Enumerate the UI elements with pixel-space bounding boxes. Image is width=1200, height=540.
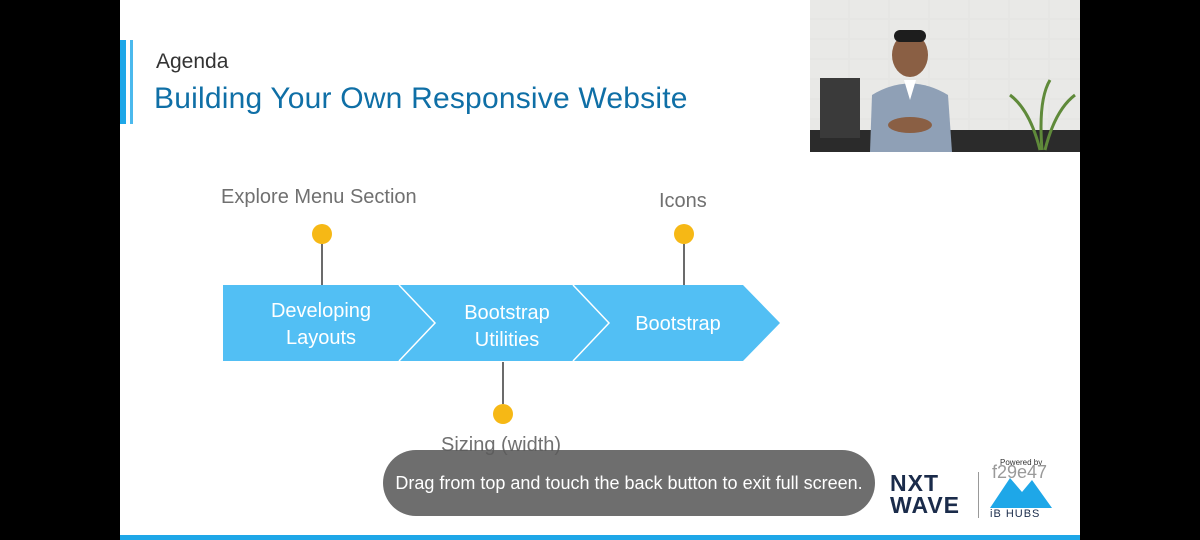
title-accent-bar bbox=[120, 40, 126, 124]
step-divider-2 bbox=[572, 284, 611, 362]
topic-icons: Icons bbox=[659, 190, 707, 212]
slide-kicker: Agenda bbox=[156, 50, 229, 73]
nxtwave-logo: NXT WAVE bbox=[890, 470, 961, 518]
slide-title: Building Your Own Responsive Website bbox=[154, 82, 688, 115]
fullscreen-hint-toast: Drag from top and touch the back button … bbox=[383, 450, 875, 516]
session-code: f29e47 bbox=[992, 462, 1048, 482]
process-step-1-line2: Layouts bbox=[285, 327, 357, 349]
process-step-2-shape bbox=[399, 285, 609, 361]
fullscreen-hint-text: Drag from top and touch the back button … bbox=[395, 473, 863, 493]
process-step-1: Developing Layouts bbox=[246, 298, 396, 352]
timeline-stem-3 bbox=[683, 244, 685, 286]
process-step-2-line2: Utilities bbox=[474, 329, 540, 351]
process-step-1-shape bbox=[223, 285, 435, 361]
ib-hubs-logo-text: iB HUBS bbox=[990, 508, 1041, 520]
timeline-stem-1 bbox=[321, 244, 323, 286]
step-divider-1 bbox=[398, 284, 437, 362]
powered-by-label: Powered by bbox=[1000, 458, 1043, 467]
topic-explore-menu: Explore Menu Section bbox=[221, 186, 417, 208]
presenter-video-frame bbox=[810, 0, 1080, 152]
title-accent-bar-inner bbox=[130, 40, 133, 124]
process-step-2: Bootstrap Utilities bbox=[432, 300, 582, 354]
process-step-2-line1: Bootstrap bbox=[464, 302, 550, 324]
process-step-3: Bootstrap bbox=[603, 311, 753, 338]
timeline-dot-2 bbox=[493, 404, 513, 424]
process-step-3-line1: Bootstrap bbox=[635, 313, 721, 335]
process-step-3-shape bbox=[573, 285, 780, 361]
timeline-dot-3 bbox=[674, 224, 694, 244]
slide-bottom-bar bbox=[120, 535, 1080, 540]
presenter-video bbox=[810, 0, 1080, 152]
nxtwave-logo-line1: NXT bbox=[890, 470, 939, 496]
nxtwave-logo-line2: WAVE bbox=[890, 492, 961, 518]
ib-hubs-mountain-icon bbox=[990, 478, 1052, 508]
process-step-1-line1: Developing bbox=[270, 300, 372, 322]
timeline-stem-2 bbox=[502, 362, 504, 404]
logo-separator bbox=[978, 472, 979, 518]
process-arrow bbox=[223, 284, 780, 362]
timeline-dot-1 bbox=[312, 224, 332, 244]
